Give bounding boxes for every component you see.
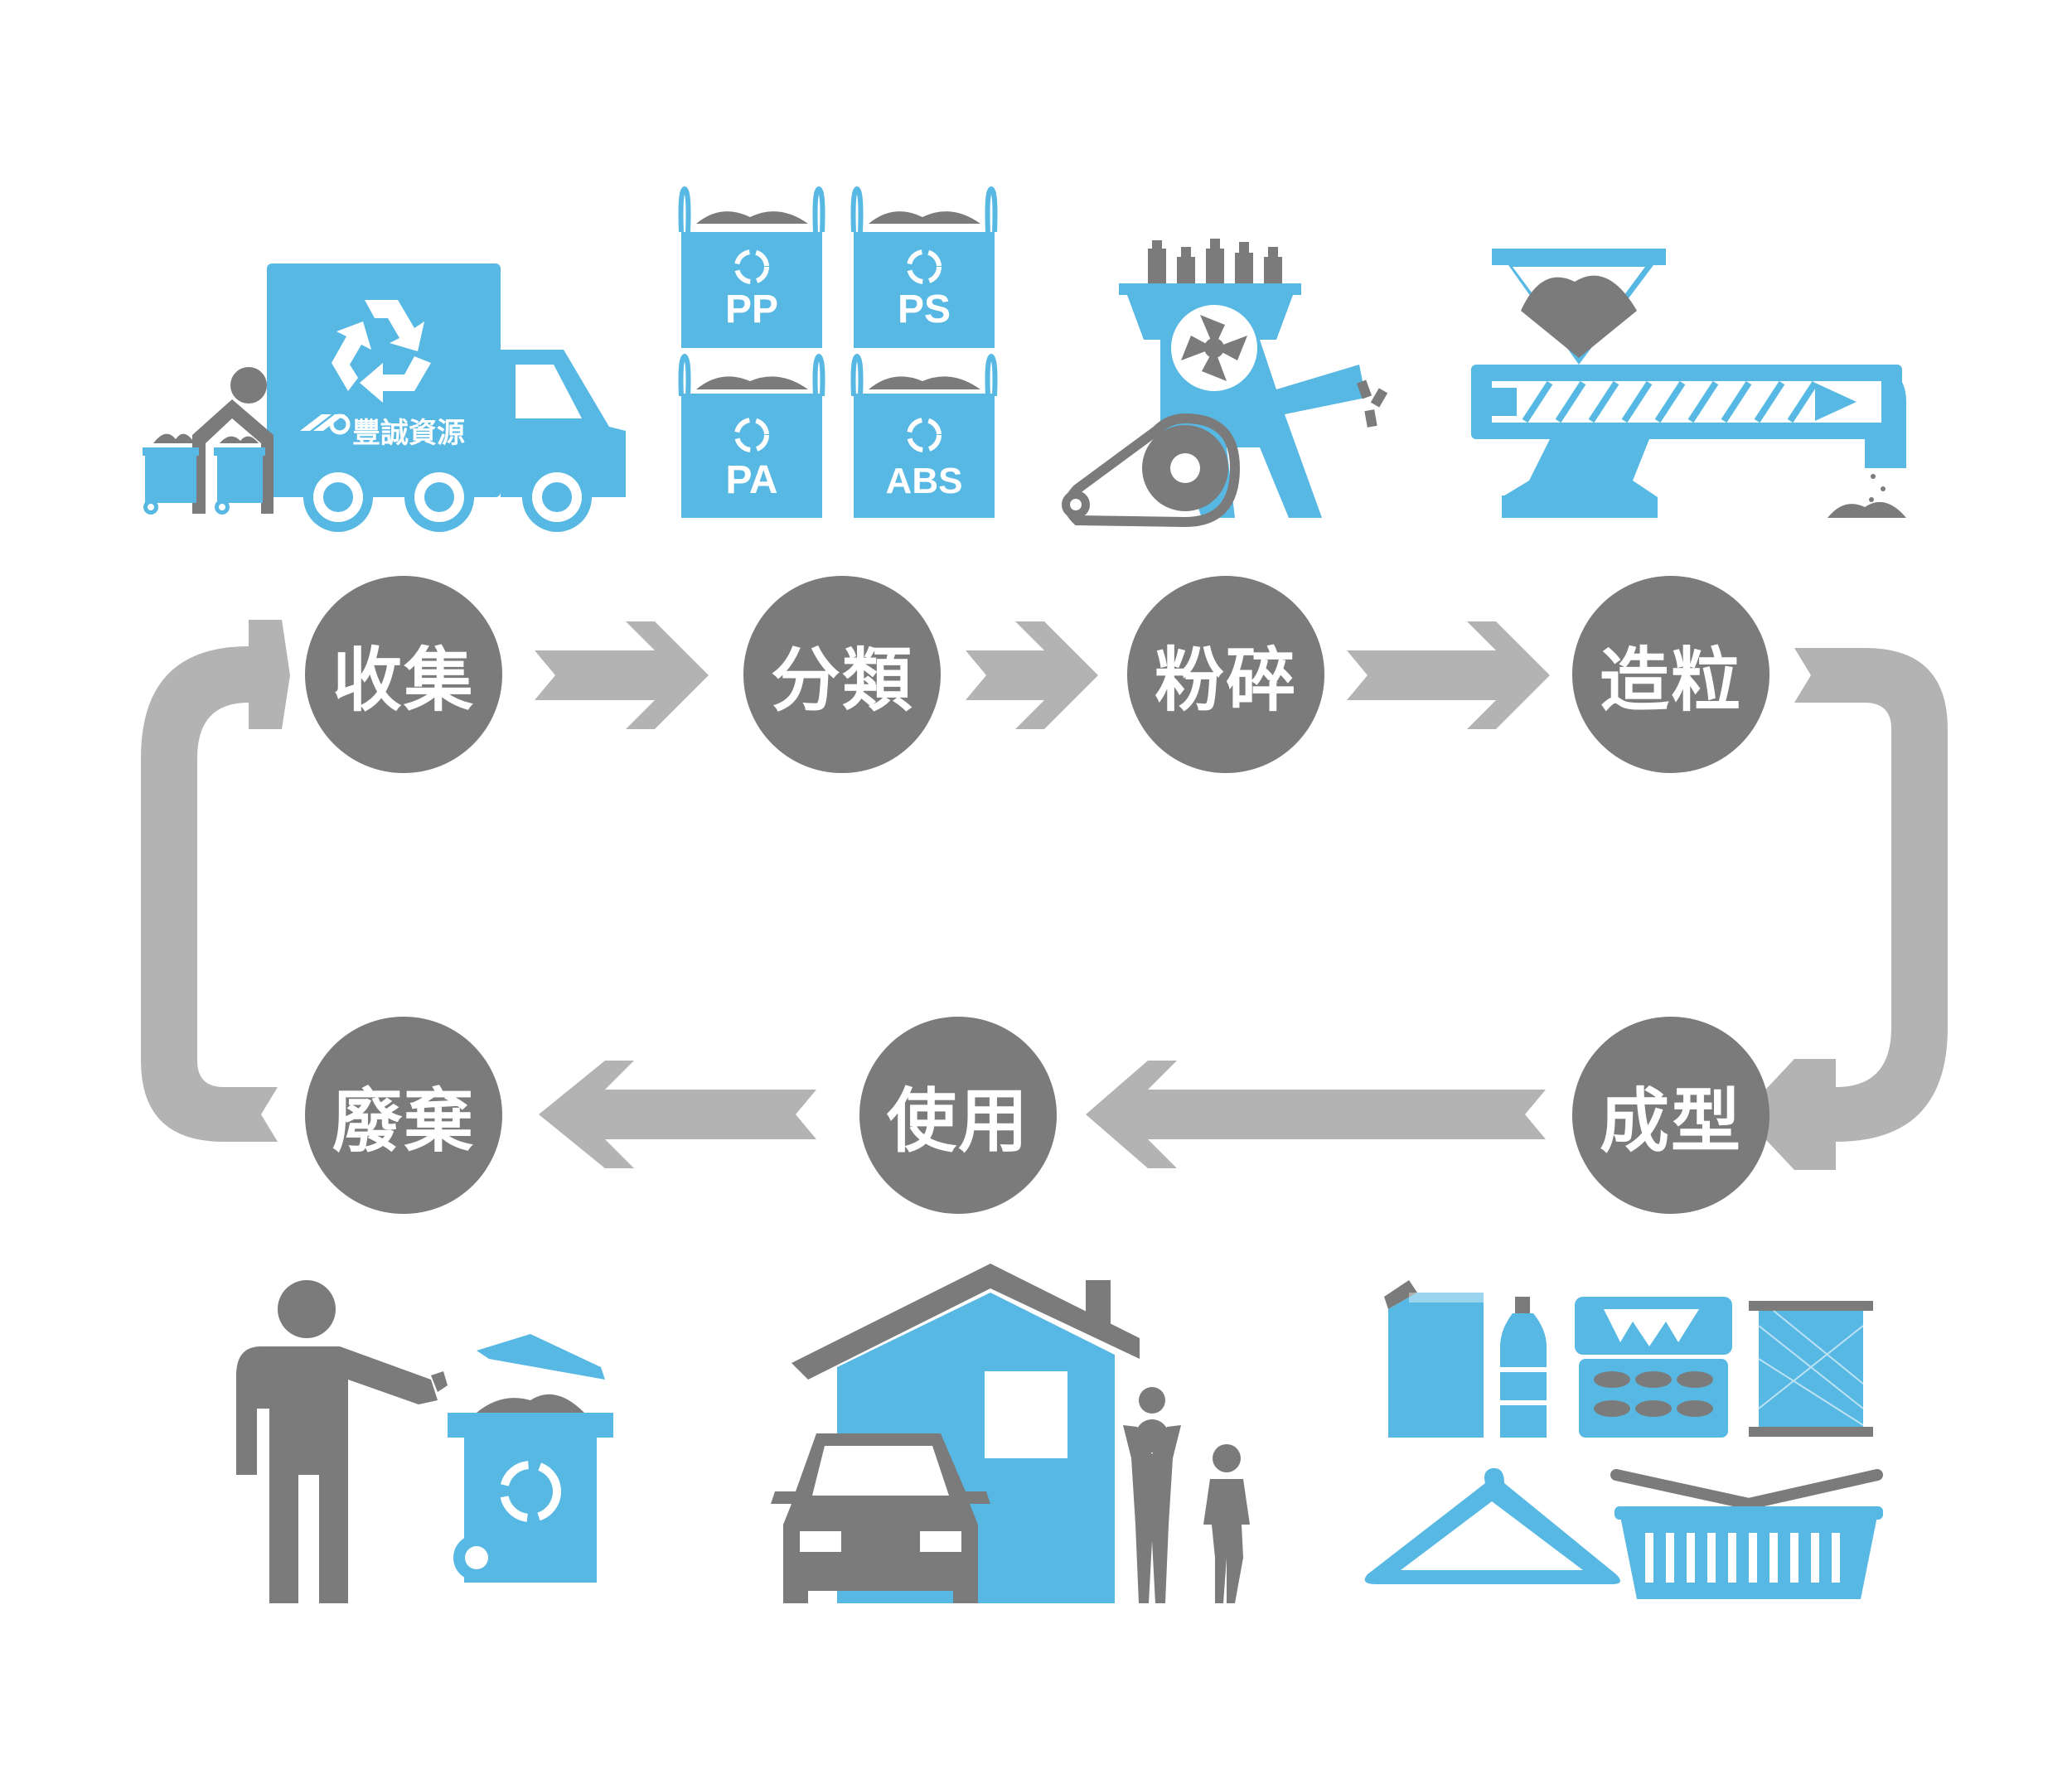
bag-pa-icon	[678, 353, 825, 518]
arrow-discard-to-collect	[141, 620, 290, 1142]
family-icon	[1123, 1387, 1250, 1603]
extruder-pelletizer-icon	[1471, 249, 1906, 518]
bottle-icon	[1500, 1297, 1547, 1438]
basket-icon	[1610, 1469, 1883, 1599]
arrow-use-to-discard	[539, 1061, 816, 1168]
hanger-icon	[1364, 1467, 1620, 1584]
arrow-mold-to-use	[1086, 1061, 1546, 1168]
recycle-symbol-icon	[332, 300, 431, 403]
arrow-sort-to-crush	[966, 621, 1098, 729]
recycling-truck-icon	[143, 263, 626, 532]
person-discarding-trash-icon	[236, 1280, 613, 1603]
brand-logo-icon	[300, 413, 351, 435]
flow-arrows	[141, 620, 1948, 1170]
sorting-bags-icon	[678, 186, 998, 518]
arrow-collect-to-sort	[535, 621, 709, 729]
household-use-icon	[771, 1264, 1250, 1603]
bag-pp-icon	[678, 186, 825, 348]
bag-abs-icon	[850, 353, 998, 518]
spool-icon	[1749, 1301, 1873, 1437]
shredder-machine-icon	[1062, 239, 1388, 528]
plastic-products-icon	[1364, 1280, 1883, 1599]
trash-bin-icon	[448, 1334, 613, 1583]
arrow-crush-to-pellet	[1347, 621, 1550, 729]
car-icon	[771, 1433, 990, 1603]
bag-ps-icon	[850, 186, 998, 348]
recycle-bin-small-icon	[143, 433, 265, 515]
person-icon	[236, 1280, 448, 1603]
arrow-pellet-to-mold	[1742, 648, 1948, 1170]
egg-carton-icon	[1575, 1297, 1732, 1438]
jerry-can-icon	[1384, 1280, 1484, 1438]
